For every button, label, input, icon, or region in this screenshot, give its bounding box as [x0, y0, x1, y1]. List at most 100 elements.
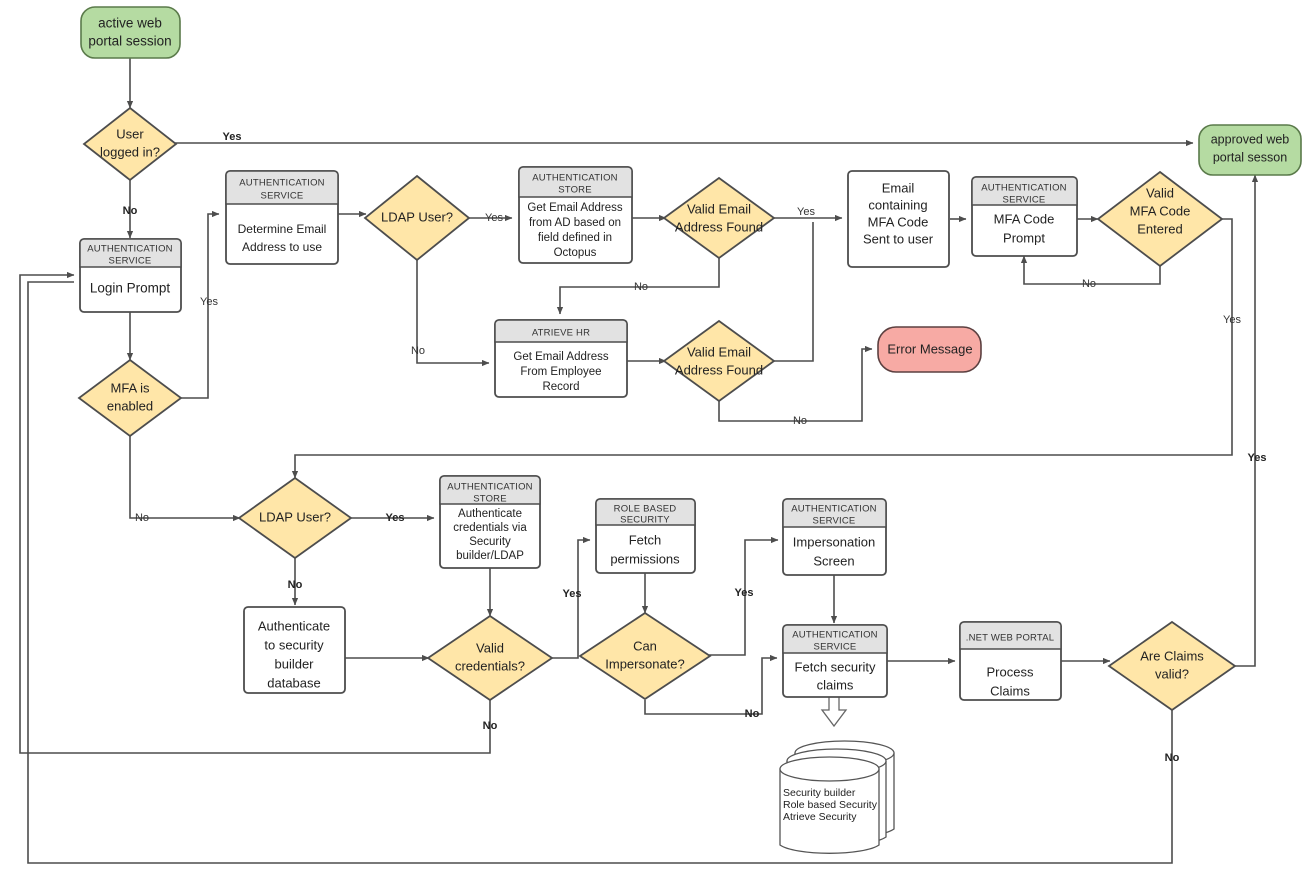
- node-header-line: STORE: [558, 185, 592, 196]
- edge-validcreds-no: [19, 271, 491, 754]
- node-valid-mfa-code-entered[interactable]: Valid MFA Code Entered: [1096, 170, 1224, 268]
- node-header-line: ROLE BASED: [614, 504, 677, 515]
- edge-canimp-no: [644, 654, 778, 715]
- node-header-line: SERVICE: [814, 642, 857, 653]
- node-header-line: AUTHENTICATION: [981, 183, 1066, 194]
- node-label-line: Can: [633, 638, 657, 653]
- node-label-line: Get Email Address: [513, 351, 608, 363]
- node-ldap-user-2[interactable]: LDAP User?: [237, 476, 353, 560]
- node-label-line: MFA is: [110, 380, 150, 395]
- edge-validmfa-no: [1020, 255, 1161, 285]
- node-valid-email-found-2[interactable]: Valid Email Address Found: [662, 319, 776, 403]
- node-label-line: LDAP User?: [381, 209, 453, 224]
- node-determine-email-address[interactable]: AUTHENTICATION SERVICE Determine Email A…: [225, 170, 339, 265]
- node-header-line: SERVICE: [261, 191, 304, 202]
- edge-claimsvalid-yes: [1234, 174, 1259, 667]
- node-label-line: Entered: [1137, 221, 1183, 236]
- edge-validmfa-yes: [291, 218, 1233, 479]
- node-header-line: AUTHENTICATION: [792, 630, 877, 641]
- node-label-line: enabled: [107, 398, 153, 413]
- edge-label-userlogged-no: No: [123, 205, 138, 217]
- node-header-line: SECURITY: [620, 515, 670, 526]
- node-label-line: Valid Email: [687, 201, 751, 216]
- node-error-message[interactable]: Error Message: [877, 326, 982, 373]
- node-label-line: logged in?: [100, 144, 160, 159]
- node-label-line: Are Claims: [1140, 648, 1204, 663]
- node-mfa-code-prompt[interactable]: AUTHENTICATION SERVICE MFA Code Prompt: [971, 176, 1078, 257]
- edge-ldap1-no: [416, 258, 490, 367]
- node-label-line: credentials via: [453, 522, 527, 534]
- edge-db-connector: [820, 693, 848, 728]
- node-header-line: SERVICE: [1003, 195, 1046, 206]
- node-header-line: SERVICE: [109, 256, 152, 267]
- node-mfa-is-enabled[interactable]: MFA is enabled: [77, 358, 183, 438]
- node-label-line: claims: [817, 677, 854, 692]
- node-get-email-from-ad[interactable]: AUTHENTICATION STORE Get Email Address f…: [518, 166, 633, 264]
- node-label-line: active web: [98, 16, 162, 31]
- edge-valid1-no: [556, 257, 720, 315]
- node-authenticate-security-builder-db[interactable]: Authenticate to security builder databas…: [243, 606, 346, 694]
- node-label-line: database: [267, 675, 321, 690]
- node-ldap-user-1[interactable]: LDAP User?: [363, 174, 471, 262]
- edge-mfa-yes: [180, 210, 220, 399]
- node-valid-credentials[interactable]: Valid credentials?: [426, 614, 554, 702]
- node-label-line: to security: [264, 637, 324, 652]
- node-label-line: permissions: [610, 551, 680, 566]
- node-are-claims-valid[interactable]: Are Claims valid?: [1107, 620, 1237, 712]
- edge-valid2-no: [718, 345, 873, 422]
- node-label-line: Authenticate: [458, 508, 522, 520]
- node-process-claims[interactable]: .NET WEB PORTAL Process Claims: [959, 621, 1062, 701]
- node-user-logged-in[interactable]: User logged in?: [82, 106, 178, 182]
- node-label-line: Process: [987, 664, 1034, 679]
- node-header-line: SERVICE: [813, 516, 856, 527]
- node-label-line: Fetch security: [795, 659, 876, 674]
- edge-label-ldap2-yes: Yes: [386, 512, 405, 524]
- node-label-line: valid?: [1155, 666, 1189, 681]
- node-header-line: AUTHENTICATION: [239, 178, 324, 189]
- node-header-line: AUTHENTICATION: [447, 482, 532, 493]
- db-label-line: Role based Security: [783, 799, 878, 811]
- node-label-line: Octopus: [554, 247, 597, 259]
- edge-valid2-yes: [773, 222, 814, 362]
- node-label-line: portal session: [88, 34, 171, 49]
- edge-label-validmfa-yes: Yes: [1223, 314, 1241, 326]
- node-label-line: approved web: [1211, 132, 1290, 146]
- edge-label-mfa-no: No: [135, 512, 149, 524]
- node-valid-email-found-1[interactable]: Valid Email Address Found: [662, 176, 776, 260]
- node-email-containing-mfa-code[interactable]: Email containing MFA Code Sent to user: [847, 170, 950, 268]
- node-impersonation-screen[interactable]: AUTHENTICATION SERVICE Impersonation Scr…: [782, 498, 887, 576]
- node-label-line: Address to use: [242, 240, 322, 254]
- node-label-line: builder/LDAP: [456, 550, 524, 562]
- edge-validcreds-yes: [551, 536, 591, 659]
- node-header-line: AUTHENTICATION: [791, 504, 876, 515]
- node-authenticate-credentials[interactable]: AUTHENTICATION STORE Authenticate creden…: [439, 475, 541, 569]
- node-label-line: Security: [469, 536, 511, 548]
- node-label-line: Valid: [1146, 185, 1174, 200]
- node-approved-web-portal-session[interactable]: approved web portal sesson: [1198, 124, 1302, 176]
- node-label-line: User: [116, 126, 144, 141]
- node-can-impersonate[interactable]: Can Impersonate?: [578, 611, 712, 701]
- edge-labels-layer: Yes No Yes No Yes No Yes No No No Yes Ye…: [123, 131, 1267, 764]
- node-header-line: STORE: [473, 494, 507, 505]
- node-label-line: Determine Email: [238, 222, 327, 236]
- edge-label-validmfa-no: No: [1082, 278, 1096, 290]
- edge-label-userlogged-yes: Yes: [223, 131, 242, 143]
- node-label-line: From Employee: [520, 366, 601, 378]
- node-active-web-portal-session[interactable]: active web portal session: [80, 6, 181, 59]
- node-label-line: Get Email Address: [527, 202, 622, 214]
- edge-label-ldap1-no: No: [411, 345, 425, 357]
- db-label-line: Security builder: [783, 787, 856, 799]
- edge-label-ldap2-no: No: [288, 579, 303, 591]
- node-fetch-security-claims[interactable]: AUTHENTICATION SERVICE Fetch security cl…: [782, 624, 888, 698]
- node-fetch-permissions[interactable]: ROLE BASED SECURITY Fetch permissions: [595, 498, 696, 574]
- edge-claimsvalid-no: [27, 281, 1173, 864]
- node-label-line: credentials?: [455, 658, 525, 673]
- node-get-email-from-hr[interactable]: ATRIEVE HR Get Email Address From Employ…: [494, 319, 628, 398]
- node-label-line: Valid: [476, 640, 504, 655]
- node-label-line: Record: [542, 381, 579, 393]
- node-login-prompt[interactable]: AUTHENTICATION SERVICE Login Prompt: [79, 238, 182, 313]
- node-header-line: AUTHENTICATION: [87, 244, 172, 255]
- node-security-database[interactable]: Security builder Role based Security Atr…: [779, 740, 895, 854]
- edge-label-validcreds-yes: Yes: [563, 588, 582, 600]
- node-label-line: MFA Code: [868, 214, 929, 229]
